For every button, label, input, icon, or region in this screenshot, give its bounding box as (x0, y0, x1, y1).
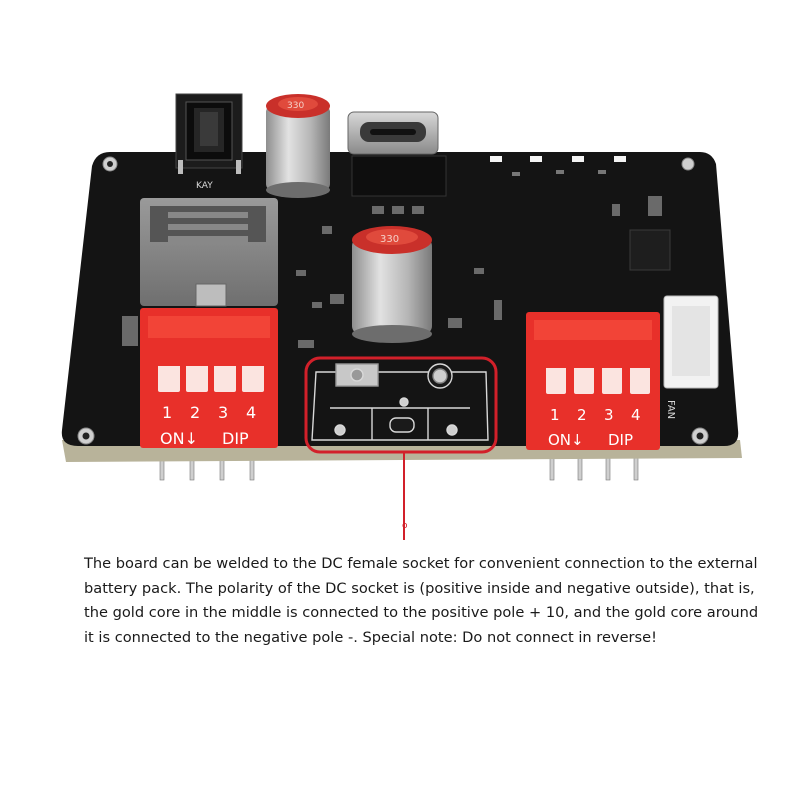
inductor (140, 198, 278, 307)
callout-box (304, 356, 498, 454)
dip-right-dip-label: DIP (608, 431, 633, 449)
dip-left-dip-label: DIP (222, 429, 249, 448)
header-pins-right (549, 457, 639, 481)
ic-chip (351, 155, 447, 197)
dip-left-number: 4 (246, 403, 256, 422)
capacitor-middle (352, 226, 432, 343)
dip-left-number: 3 (218, 403, 228, 422)
caption-text: The board can be welded to the DC female… (84, 555, 759, 646)
dip-left-number: 2 (190, 403, 200, 422)
dc-socket-footprint (311, 363, 489, 441)
fan-connector (663, 295, 719, 389)
callout-marker: o (402, 521, 408, 531)
smd-components (122, 196, 671, 348)
dip-right-numbers: 1 2 3 4 (550, 406, 641, 424)
capacitor-middle-marking: 330 (380, 234, 399, 245)
capacitor-top-marking: 330 (287, 101, 304, 111)
key-label: KAY (196, 181, 213, 191)
dip-left-numbers: 1 2 3 4 (162, 403, 256, 422)
usb-c-connector (347, 111, 439, 155)
key-switch (175, 93, 243, 174)
dip-left-on-label: ON↓ (160, 429, 198, 448)
fan-label: FAN (665, 400, 676, 419)
product-photo: KAY 330 330 (61, 93, 742, 540)
dip-switch-right (526, 312, 660, 450)
led-row (490, 156, 626, 162)
dip-right-number: 3 (604, 406, 614, 424)
dip-right-number: 1 (550, 406, 560, 424)
dip-left-number: 1 (162, 403, 172, 422)
dip-right-number: 4 (631, 406, 641, 424)
dip-switch-left (140, 308, 278, 448)
capacitor-top (266, 94, 330, 198)
dip-right-number: 2 (577, 406, 587, 424)
dip-right-on-label: ON↓ (548, 431, 584, 449)
